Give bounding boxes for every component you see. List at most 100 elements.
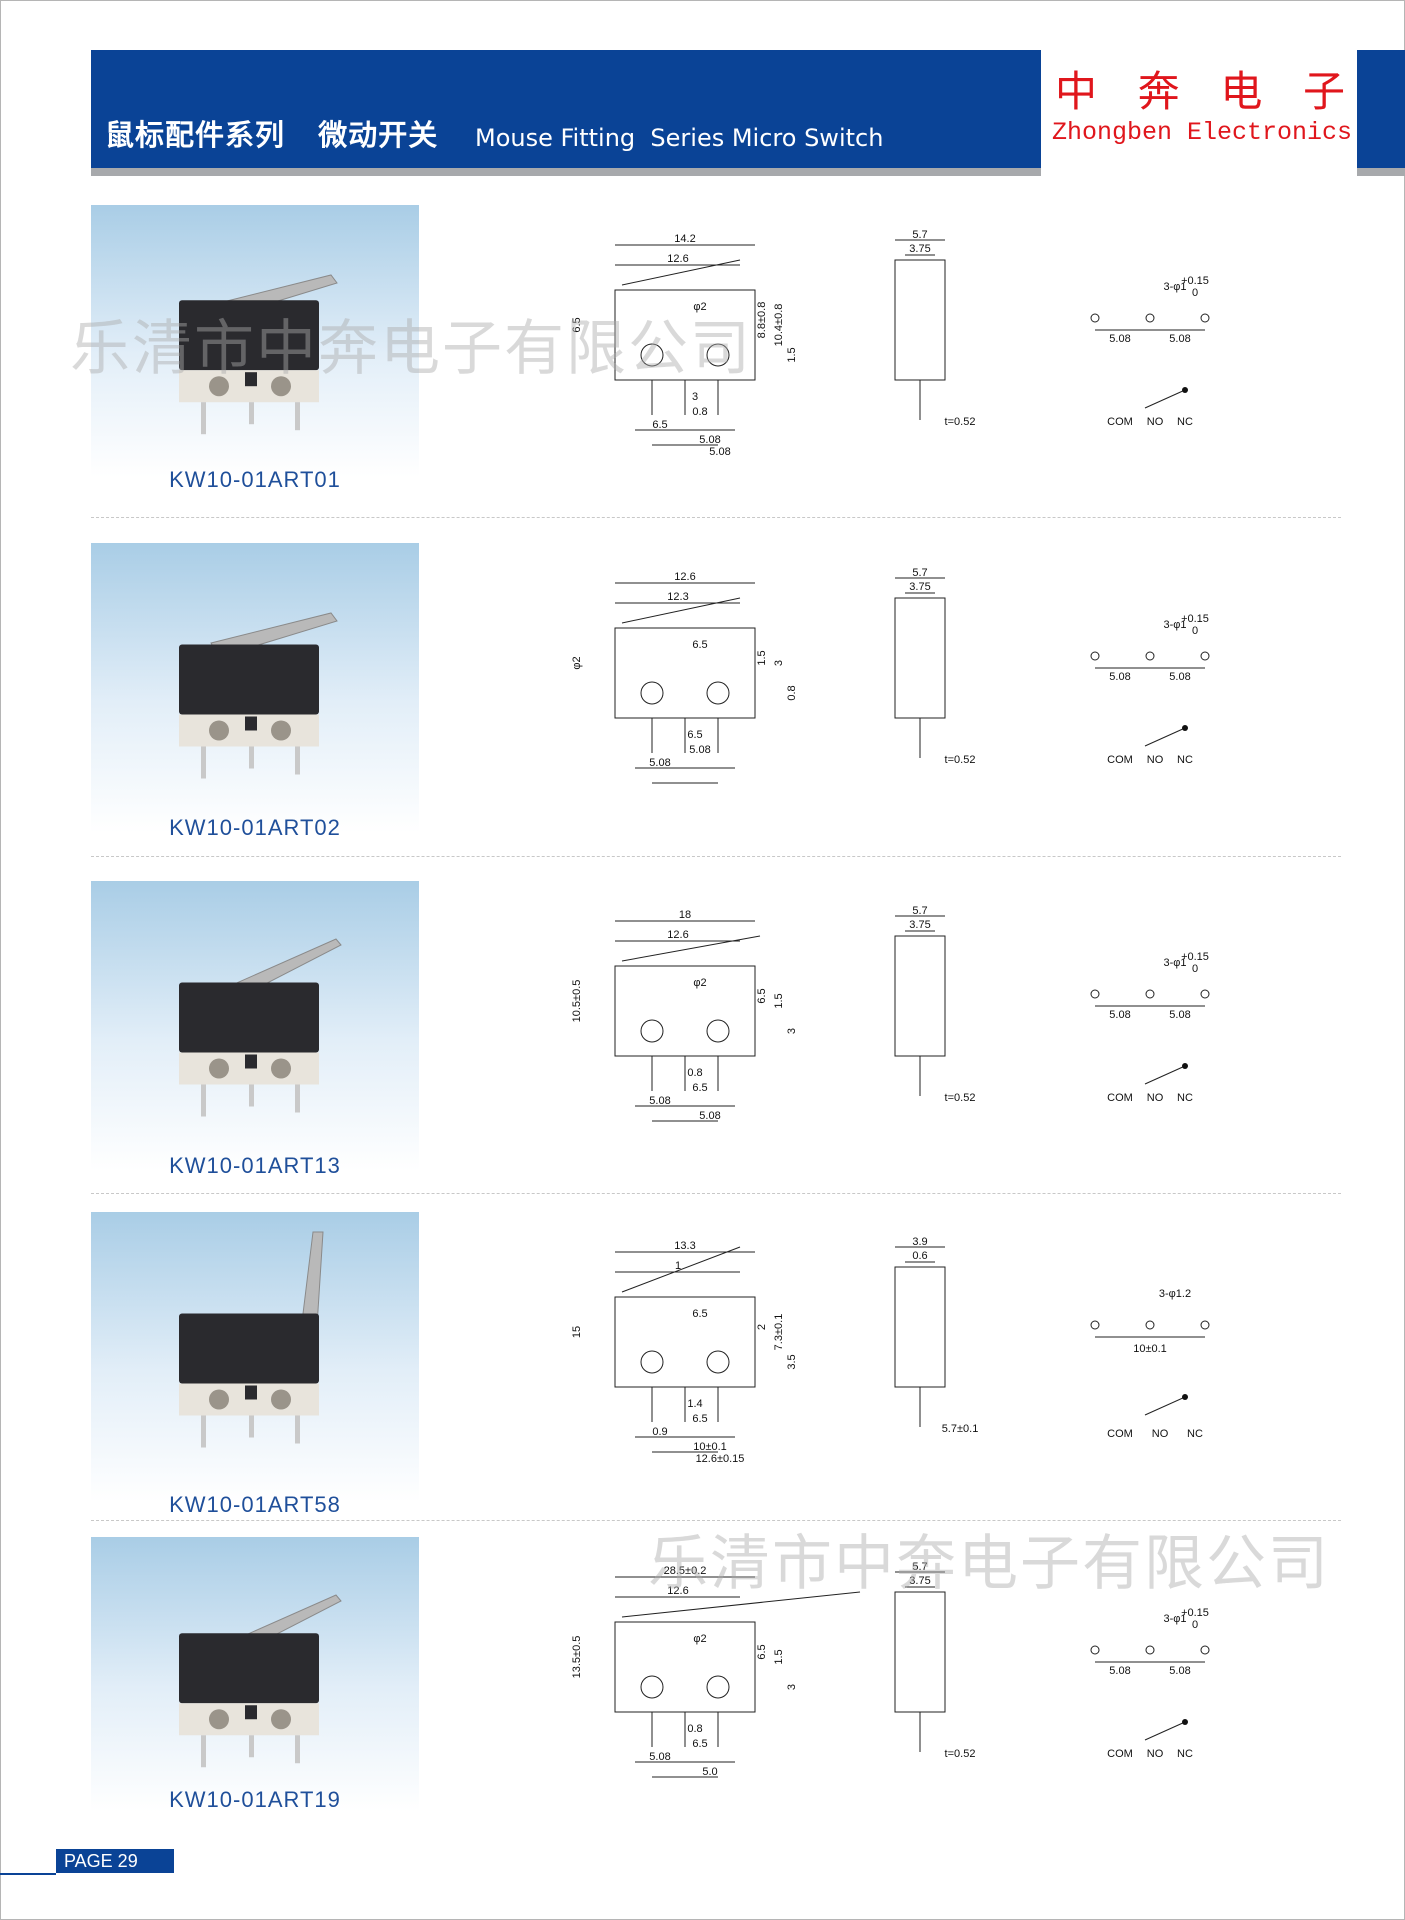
header-banner [91,50,1041,168]
row-divider [91,1193,1341,1194]
dimension-label: 8.8±0.8 [756,302,768,339]
dimension-label: 1.5 [786,347,798,362]
dimension-label: 10.5±0.5 [571,980,583,1023]
circuit-diagram [1090,1320,1210,1416]
dimension-label: 5.08 [649,1095,670,1107]
dimension-label: 0 [1192,1619,1198,1631]
dimension-label: NC [1187,1428,1203,1440]
brand-char: 电 [1220,67,1263,116]
dimension-label: 12.6 [667,253,688,265]
dimension-label: 3 [786,1028,798,1034]
dimension-label: 12.3 [667,591,688,603]
side-view-drawing [894,1246,946,1427]
dimension-label: 5.7 [912,567,927,579]
dimension-label: NO [1147,1092,1164,1104]
dimension-label: 3-φ1 [1163,957,1186,969]
dimension-label: 3.75 [909,243,930,255]
dimension-label: 1.5 [756,650,768,665]
dimension-label: NC [1177,1092,1193,1104]
product-photo [91,1537,419,1812]
row-divider [91,1520,1341,1521]
dimension-label: NO [1147,754,1164,766]
dimension-label: 10±0.1 [1133,1343,1167,1355]
dimension-label: 5.08 [1109,333,1130,345]
dimension-label: 6.5 [571,317,583,332]
dimension-label: 6.5 [692,639,707,651]
dimension-label: 5.7 [912,229,927,241]
dimension-label: 13.5±0.5 [571,1636,583,1679]
page-title-cn: 鼠标配件系列 微动开关 [105,118,439,152]
dimension-label: 12.6 [674,571,695,583]
dimension-label: 28.5±0.2 [664,1565,707,1577]
dimension-label: t=0.52 [945,1092,976,1104]
dimension-label: 5.08 [1169,1665,1190,1677]
page-number: PAGE 29 [56,1849,174,1873]
dimension-label: 6.5 [692,1308,707,1320]
header-banner-right-shadow [1357,168,1405,176]
header-banner-shadow [91,168,1041,176]
model-number: KW10-01ART58 [169,1492,341,1517]
front-view-drawing [614,920,761,1122]
dimension-label: 0 [1192,625,1198,637]
dimension-label: 6.5 [756,1644,768,1659]
dimension-label: 5.08 [1109,1665,1130,1677]
dimension-label: NC [1177,416,1193,428]
brand-char: 奔 [1137,67,1180,116]
dimension-label: 6.5 [692,1738,707,1750]
dimension-label: 10.4±0.8 [773,304,785,347]
dimension-label: t=0.52 [945,1748,976,1760]
dimension-label: 15 [571,1326,583,1338]
dimension-label: 12.6±0.15 [696,1453,745,1465]
dimension-label: 3-φ1.2 [1159,1288,1191,1300]
dimension-label: 10±0.1 [693,1441,727,1453]
row-divider [91,517,1341,518]
product-photo [91,543,419,833]
product-card: KW10-01ART02 [91,543,419,840]
dimension-label: 0.8 [692,406,707,418]
dimension-label: φ2 [693,1633,706,1645]
circuit-diagram [1090,313,1210,409]
dimension-label: 3.75 [909,1575,930,1587]
dimension-label: NC [1177,1748,1193,1760]
dimension-label: 6.5 [692,1082,707,1094]
dimension-label: NC [1177,754,1193,766]
dimension-label: 5.08 [699,434,720,446]
circuit-diagram [1090,989,1210,1085]
dimension-label: NO [1147,416,1164,428]
dimension-label: 14.2 [674,233,695,245]
product-card: KW10-01ART58 [91,1212,419,1517]
dimension-label: 3-φ1 [1163,619,1186,631]
product-card: KW10-01ART13 [91,881,419,1178]
dimension-label: NO [1147,1748,1164,1760]
product-photo [91,1212,419,1502]
dimension-label: 6.5 [692,1413,707,1425]
circuit-diagram [1090,651,1210,747]
dimension-label: +0.15 [1181,275,1209,287]
side-view-drawing [894,1571,946,1752]
dimension-label: φ2 [693,977,706,989]
dimension-label: 12.6 [667,929,688,941]
dimension-label: 3.75 [909,919,930,931]
dimension-label: 3.5 [786,1354,798,1369]
dimension-label: 18 [679,909,691,921]
dimension-label: 1.4 [687,1398,702,1410]
dimension-label: 12.6 [667,1585,688,1597]
dimension-label: 0.6 [912,1250,927,1262]
watermark-text: 乐清市中奔电子有限公司 [70,314,752,384]
front-view-drawing [614,244,756,446]
dimension-label: 1.5 [773,993,785,1008]
dimension-label: 3.9 [912,1236,927,1248]
dimension-label: 7.3±0.1 [773,1314,785,1351]
dimension-label: 5.7 [912,1561,927,1573]
brand-char: 子 [1302,67,1345,116]
model-number: KW10-01ART02 [169,815,341,840]
dimension-label: COM [1107,416,1133,428]
front-view-drawing [614,1576,861,1778]
dimension-label: 1 [675,1260,681,1272]
dimension-label: 5.08 [699,1110,720,1122]
circuit-diagram [1090,1645,1210,1741]
dimension-label: 5.08 [1109,671,1130,683]
dimension-label: COM [1107,754,1133,766]
dimension-label: 5.08 [649,1751,670,1763]
